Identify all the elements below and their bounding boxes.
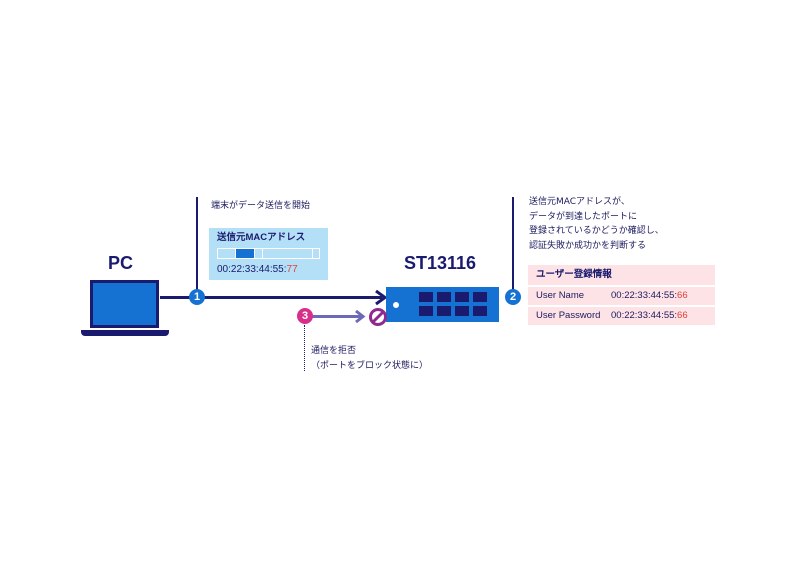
arrowhead-icon [375,289,388,306]
mac-address: 00:22:33:44:55:77 [217,264,298,275]
laptop-icon [81,280,169,337]
pc-label: PC [108,253,134,273]
mac-box-title: 送信元MACアドレス [217,232,306,243]
connection-line [160,296,382,299]
arrowhead-icon [355,309,366,324]
blocked-arrow [312,315,362,318]
switch-label: ST13116 [404,253,477,273]
mac-bar [217,248,320,259]
step1-line [196,197,198,291]
step2-text: 送信元MACアドレスが、 データが到達したポートに 登録されているかどうか確認し… [529,197,664,251]
step2-line [512,197,514,291]
step3-text: 通信を拒否 （ポートをブロック状態に） [311,346,429,371]
step1-badge: 1 [189,289,205,305]
step2-badge: 2 [505,289,521,305]
step1-text: 端末がデータ送信を開始 [211,201,311,211]
mac-box: 送信元MACアドレス 00:22:33:44:55:77 [209,228,328,280]
user-table-header: ユーザー登録情報 [528,265,715,285]
switch-icon [386,287,499,322]
step3-badge: 3 [297,308,313,324]
block-icon [369,308,387,326]
dotted-line [304,325,305,371]
